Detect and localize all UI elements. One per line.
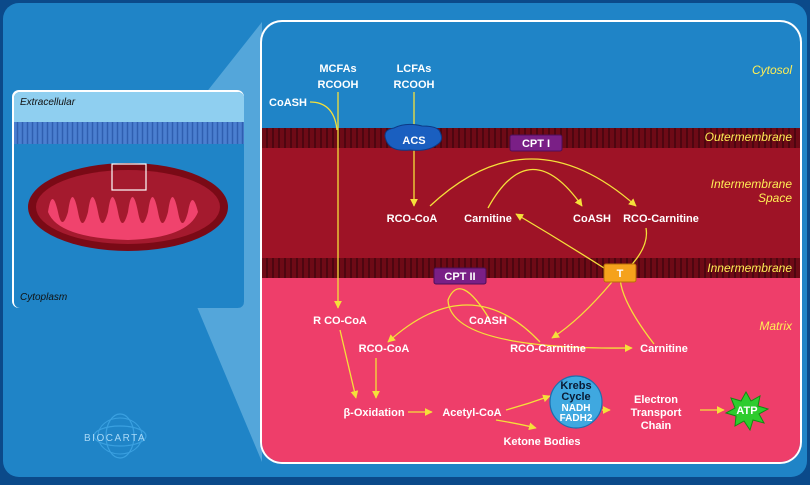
biocarta-logo: BIOCARTA [84,413,147,459]
etc-label-2: Transport [631,407,682,419]
matrix-area [262,278,800,462]
coash-cytosol-label: CoASH [269,97,307,109]
mitochondrion-cristae [48,197,198,240]
cytoplasm-label: Cytoplasm [20,292,67,303]
carnitine-matrix-label: Carnitine [640,343,688,355]
etc-label-3: Chain [641,420,672,432]
arrow-t-to-rcocarn-matrix [551,281,613,339]
intermembrane-label-1: Intermembrane [711,177,793,191]
krebs-label-2: Cycle [561,391,590,403]
logo-text: BIOCARTA [84,433,146,444]
coash-matrix-label: CoASH [469,315,507,327]
t-label: T [617,268,624,280]
arrow-coash-join [309,101,338,131]
pathway-arrows [309,92,725,431]
acetyl-coa-label: Acetyl-CoA [442,407,501,419]
krebs-cycle[interactable]: Krebs Cycle NADH FADH2 [549,375,603,429]
zoom-box [111,163,147,191]
acs-enzyme[interactable]: ACS [384,123,443,151]
cell-inset: Extracellular Cytoplasm [12,90,244,308]
rco-coa-ims-label: RCO-CoA [387,213,438,225]
arrow-cpt2-to-rcocoa [387,304,541,343]
beta-oxidation-label: β-Oxidation [343,407,404,419]
extracellular-area [14,92,244,122]
etc-label-1: Electron [634,394,678,406]
acs-label: ACS [402,135,425,147]
lcfas-formula: RCOOH [394,79,435,91]
krebs-label-4: FADH2 [560,413,593,424]
matrix-label: Matrix [759,319,793,333]
krebs-label-3: NADH [562,403,591,414]
translocase-t[interactable]: T [603,263,637,283]
arrow-t-to-carnitine [515,213,605,269]
atp-burst[interactable]: ATP [724,390,770,432]
intermembrane-label-2: Space [758,191,792,205]
mcfas-formula: RCOOH [318,79,359,91]
inner-membrane [262,258,800,278]
atp-label: ATP [736,405,757,417]
extracellular-label: Extracellular [20,97,76,108]
arrow-cpt1-inner [487,168,583,209]
cytosol-label: Cytosol [752,63,792,77]
main-panel [262,22,800,462]
arrow-acetyl-to-ketone [495,419,537,431]
cpt1-enzyme[interactable]: CPT I [509,134,563,152]
inner-membrane-label: Innermembrane [707,261,792,275]
lcfas-label: LCFAs [397,63,432,75]
r-co-coa-matrix-label: R CO-CoA [313,315,367,327]
mcfas-label: MCFAs [319,63,356,75]
cpt1-label: CPT I [522,138,550,150]
arrow-cpt2-to-carnitine [447,288,633,352]
carnitine-ims-label: Carnitine [464,213,512,225]
coash-ims-label: CoASH [573,213,611,225]
arrow-acetyl-to-krebs [505,394,551,411]
outer-membrane-label: Outermembrane [705,130,793,144]
arrow-rcocoa-to-betaox [339,329,359,399]
krebs-label-1: Krebs [560,380,591,392]
rco-coa-matrix-label: RCO-CoA [359,343,410,355]
rco-carnitine-ims-label: RCO-Carnitine [623,213,699,225]
intermembrane-space [262,148,800,258]
rco-carnitine-matrix-label: RCO-Carnitine [510,343,586,355]
arrow-cpt1-arc [429,158,637,207]
cell-membrane [14,122,244,144]
cpt2-label: CPT II [444,271,475,283]
ketone-bodies-label: Ketone Bodies [503,436,580,448]
cpt2-enzyme[interactable]: CPT II [433,267,487,285]
